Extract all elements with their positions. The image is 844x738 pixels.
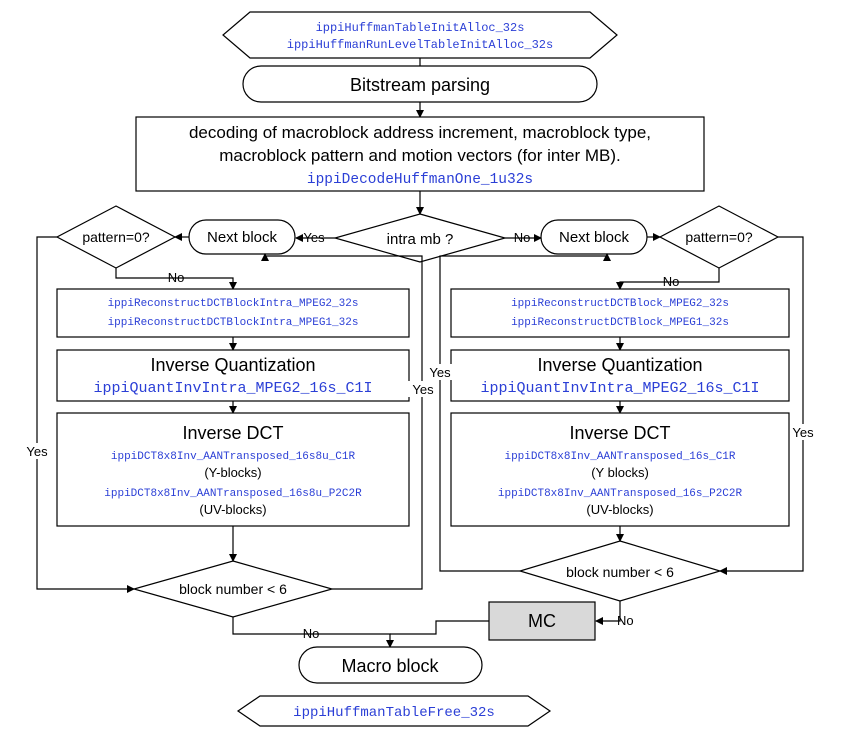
right-reconstruct-box (450, 288, 790, 338)
arrow-left-blocknum-yes (261, 253, 423, 590)
right-iq-func: ippiQuantInvIntra_MPEG2_16s_C1I (480, 380, 759, 397)
right-reconstruct-func-2: ippiReconstructDCTBlock_MPEG1_32s (511, 317, 729, 329)
arrow-right-pattern-no (616, 268, 720, 290)
right-idct-note-2: (UV-blocks) (586, 502, 653, 517)
left-reconstruct-func-2: ippiReconstructDCTBlockIntra_MPEG1_32s (108, 317, 359, 329)
intra-no-label: No (514, 230, 531, 245)
arrow-left-blocknum-no (232, 617, 394, 648)
left-iq-func: ippiQuantInvIntra_MPEG2_16s_C1I (93, 380, 372, 397)
left-pattern-no-label: No (168, 270, 185, 285)
left-idct-func-2: ippiDCT8x8Inv_AANTransposed_16s8u_P2C2R (104, 488, 362, 500)
left-blocknum-no-label: No (303, 626, 320, 641)
decode-line-2: macroblock pattern and motion vectors (f… (219, 146, 621, 165)
connector-mc-to-macroblock (390, 620, 489, 635)
intra-mb-diamond (332, 213, 508, 263)
init-func-2: ippiHuffmanRunLevelTableInitAlloc_32s (287, 38, 553, 52)
init-func-1: ippiHuffmanTableInitAlloc_32s (316, 21, 525, 35)
right-iq-box (450, 349, 790, 402)
left-yes-mask (20, 443, 54, 459)
right-blocknum-yes-label: Yes (429, 365, 451, 380)
intra-yes-label: Yes (303, 230, 325, 245)
right-idct-note-1: (Y blocks) (591, 465, 649, 480)
left-reconstruct-func-1: ippiReconstructDCTBlockIntra_MPEG2_32s (108, 298, 359, 310)
decode-func: ippiDecodeHuffmanOne_1u32s (307, 172, 533, 188)
right-idct-func-1: ippiDCT8x8Inv_AANTransposed_16s_C1R (504, 451, 735, 463)
right-block-number-label: block number < 6 (566, 564, 674, 580)
right-idct-box (450, 412, 790, 527)
left-idct-func-1: ippiDCT8x8Inv_AANTransposed_16s8u_C1R (111, 451, 356, 463)
right-reconstruct-func-1: ippiReconstructDCTBlock_MPEG2_32s (511, 298, 729, 310)
left-pattern-yes-label: Yes (26, 444, 48, 459)
right-blocknum-no-label: No (617, 613, 634, 628)
left-idct-note-2: (UV-blocks) (199, 502, 266, 517)
free-hexagon (236, 695, 552, 727)
right-pattern-no-label: No (663, 274, 680, 289)
left-idct-box (56, 412, 410, 527)
left-blocknum-yes-mask (406, 381, 438, 397)
free-func: ippiHuffmanTableFree_32s (293, 705, 495, 721)
right-blocknum-yes-mask (424, 364, 456, 380)
arrow-left-pattern-no (115, 268, 237, 290)
left-reconstruct-box (56, 288, 410, 338)
left-blocknum-yes-label: Yes (412, 382, 434, 397)
right-next-block-label: Next block (559, 229, 630, 246)
mc-label: MC (528, 611, 556, 631)
right-idct-title: Inverse DCT (569, 423, 670, 443)
right-idct-func-2: ippiDCT8x8Inv_AANTransposed_16s_P2C2R (498, 488, 743, 500)
left-iq-box (56, 349, 410, 402)
macro-block-label: Macro block (341, 656, 439, 676)
decode-line-1: decoding of macroblock address increment… (189, 123, 651, 142)
left-next-block-label: Next block (207, 229, 278, 246)
bitstream-parsing-label: Bitstream parsing (350, 75, 490, 95)
left-block-number-label: block number < 6 (179, 581, 287, 597)
right-pattern-yes-label: Yes (792, 425, 814, 440)
left-idct-title: Inverse DCT (182, 423, 283, 443)
mc-box (488, 601, 596, 641)
macro-block-terminator (298, 646, 483, 684)
left-pattern-label: pattern=0? (82, 229, 150, 245)
arrow-left-pattern-yes (36, 236, 135, 593)
arrow-right-pattern-yes (719, 236, 804, 575)
right-pattern-label: pattern=0? (685, 229, 753, 245)
decode-box (135, 116, 705, 192)
right-yes-mask (786, 424, 820, 440)
arrow-right-blocknum-yes (439, 253, 611, 572)
intra-mb-label: intra mb ? (387, 231, 454, 248)
left-iq-title: Inverse Quantization (150, 355, 315, 375)
left-idct-note-1: (Y-blocks) (204, 465, 261, 480)
init-hexagon (222, 11, 618, 59)
right-iq-title: Inverse Quantization (537, 355, 702, 375)
arrow-right-blocknum-no (595, 601, 621, 625)
